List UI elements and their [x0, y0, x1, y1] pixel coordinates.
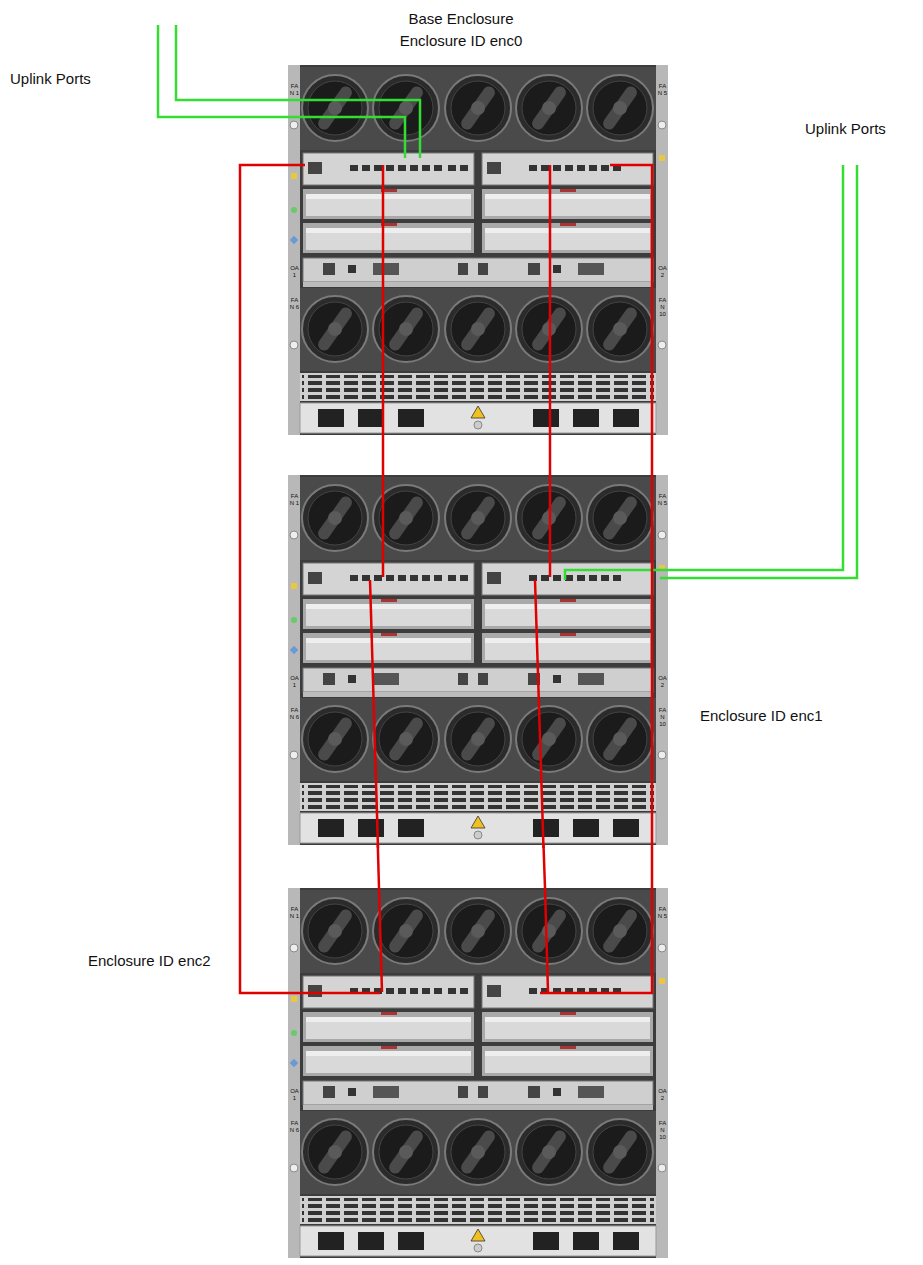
stacking-cable-stub	[288, 165, 652, 993]
bay-label: FAN 1	[289, 906, 300, 920]
uplink-cable	[158, 25, 857, 580]
blade-enclosure: Enclosure ID enc2	[288, 888, 668, 1258]
enclosure-label: Base Enclosure	[408, 10, 513, 28]
bay-label: FAN 6	[289, 707, 300, 721]
blade-enclosure: Base EnclosureEnclosure ID enc0	[288, 65, 668, 435]
stacking-cable	[651, 435, 654, 888]
bay-label: FAN 6	[289, 1120, 300, 1134]
bay-label: FAN 1	[289, 83, 300, 97]
stacking-cable	[549, 435, 552, 475]
stacking-cable	[378, 845, 379, 888]
stacking-cable	[240, 165, 288, 993]
blade-enclosure: Enclosure ID enc1	[288, 475, 668, 845]
bay-label: FAN 5	[657, 83, 668, 97]
bay-label: OA2	[657, 1088, 668, 1102]
enclosure-label: Enclosure ID enc2	[88, 952, 211, 970]
stacking-cable	[544, 845, 546, 888]
bay-label: FAN 10	[657, 707, 668, 728]
bay-label: OA1	[289, 1088, 300, 1102]
enclosure-label: Enclosure ID enc0	[400, 32, 523, 50]
bay-label: FAN 1	[289, 493, 300, 507]
bay-label: FAN 5	[657, 906, 668, 920]
bay-label: OA2	[657, 265, 668, 279]
enclosure-label: Enclosure ID enc1	[700, 707, 823, 725]
stacking-cable	[382, 435, 385, 475]
bay-label: OA2	[657, 675, 668, 689]
bay-label: OA1	[289, 265, 300, 279]
uplink-label: Uplink Ports	[805, 120, 886, 138]
bay-label: FAN 6	[289, 297, 300, 311]
bay-label: OA1	[289, 675, 300, 689]
bay-label: FAN 5	[657, 493, 668, 507]
bay-label: FAN 10	[657, 1120, 668, 1141]
bay-label: FAN 10	[657, 297, 668, 318]
uplink-label: Uplink Ports	[10, 70, 91, 88]
